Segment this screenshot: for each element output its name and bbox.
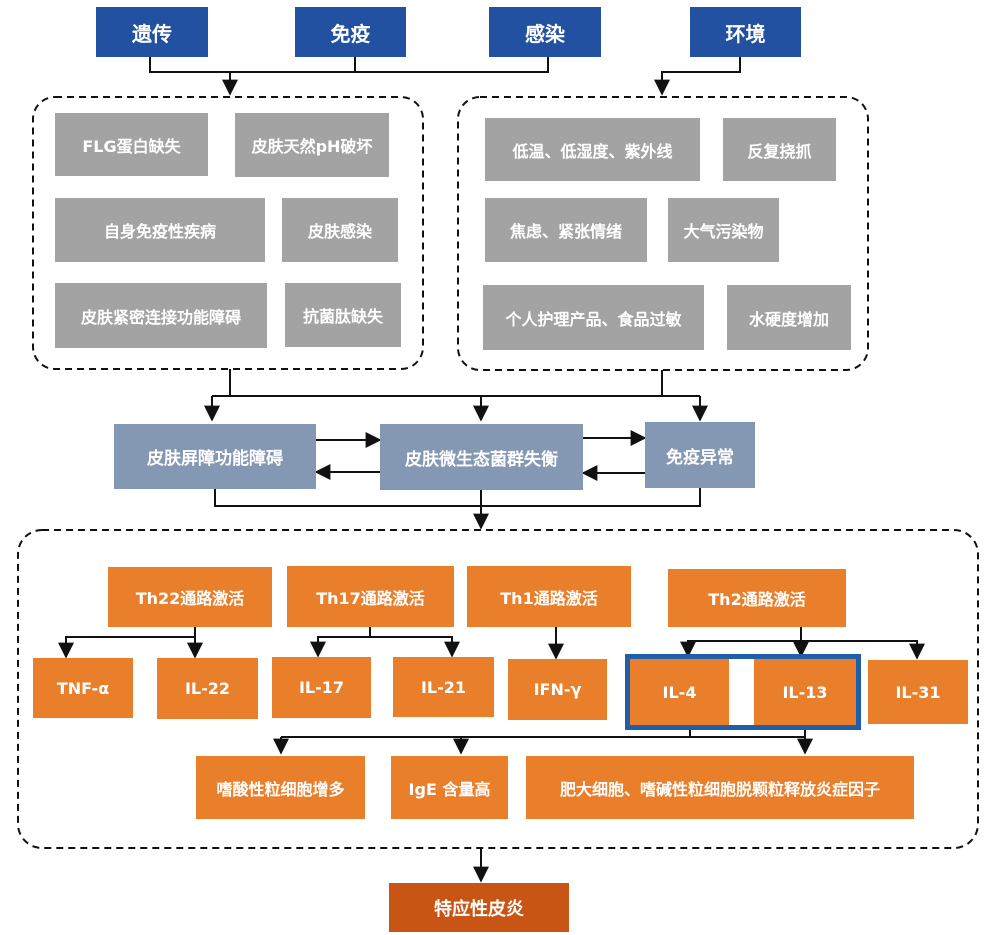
il17-box: IL-17	[272, 657, 371, 718]
il13-box: IL-13	[754, 659, 856, 725]
barrier-dysfunction-box: 皮肤屏障功能障碍	[114, 424, 316, 489]
pollution-box: 大气污染物	[668, 198, 779, 262]
tight-junction-box: 皮肤紧密连接功能障碍	[55, 283, 267, 348]
arrow-to-external	[654, 57, 741, 96]
th2-pathway-box: Th2通路激活	[668, 569, 846, 627]
th1-pathway-box: Th1通路激活	[467, 566, 631, 627]
th2-key-cytokines-highlight	[625, 654, 861, 730]
skin-infection-box: 皮肤感染	[282, 198, 398, 262]
water-box: 水硬度增加	[727, 285, 851, 350]
allergy-box: 个人护理产品、食品过敏	[483, 285, 704, 350]
th17-pathway-box: Th17通路激活	[287, 566, 454, 627]
anxiety-box: 焦虑、紧张情绪	[485, 198, 647, 262]
autoimmune-box: 自身免疫性疾病	[55, 198, 265, 262]
amp-box: 抗菌肽缺失	[285, 283, 401, 347]
immunity-box: 免疫	[295, 7, 406, 57]
il31-box: IL-31	[868, 660, 968, 724]
environment-box: 环境	[690, 7, 801, 57]
il4-box: IL-4	[630, 659, 729, 725]
ifn-gamma-box: IFN-γ	[508, 659, 607, 720]
top-left-merge	[149, 57, 549, 73]
eosinophil-box: 嗜酸性粒细胞增多	[196, 756, 365, 819]
tnf-alpha-box: TNF-α	[33, 658, 133, 718]
internal-factors-group	[32, 96, 424, 370]
microbiome-imbalance-box: 皮肤微生态菌群失衡	[380, 424, 583, 490]
infection-box: 感染	[489, 7, 601, 57]
flg-box: FLG蛋白缺失	[55, 113, 208, 176]
mast-cell-box: 肥大细胞、嗜碱性粒细胞脱颗粒释放炎症因子	[526, 756, 914, 819]
climate-box: 低温、低湿度、紫外线	[485, 118, 700, 181]
ige-box: IgE 含量高	[391, 756, 508, 819]
ph-box: 皮肤天然pH破坏	[235, 113, 389, 177]
immune-pathways-group	[17, 529, 979, 849]
immune-abnormal-box: 免疫异常	[645, 422, 755, 488]
atopic-dermatitis-box: 特应性皮炎	[389, 883, 569, 932]
il21-box: IL-21	[393, 657, 494, 717]
genetics-box: 遗传	[96, 7, 208, 57]
il22-box: IL-22	[157, 658, 258, 719]
th22-pathway-box: Th22通路激活	[108, 567, 272, 627]
scratching-box: 反复挠抓	[723, 118, 836, 181]
